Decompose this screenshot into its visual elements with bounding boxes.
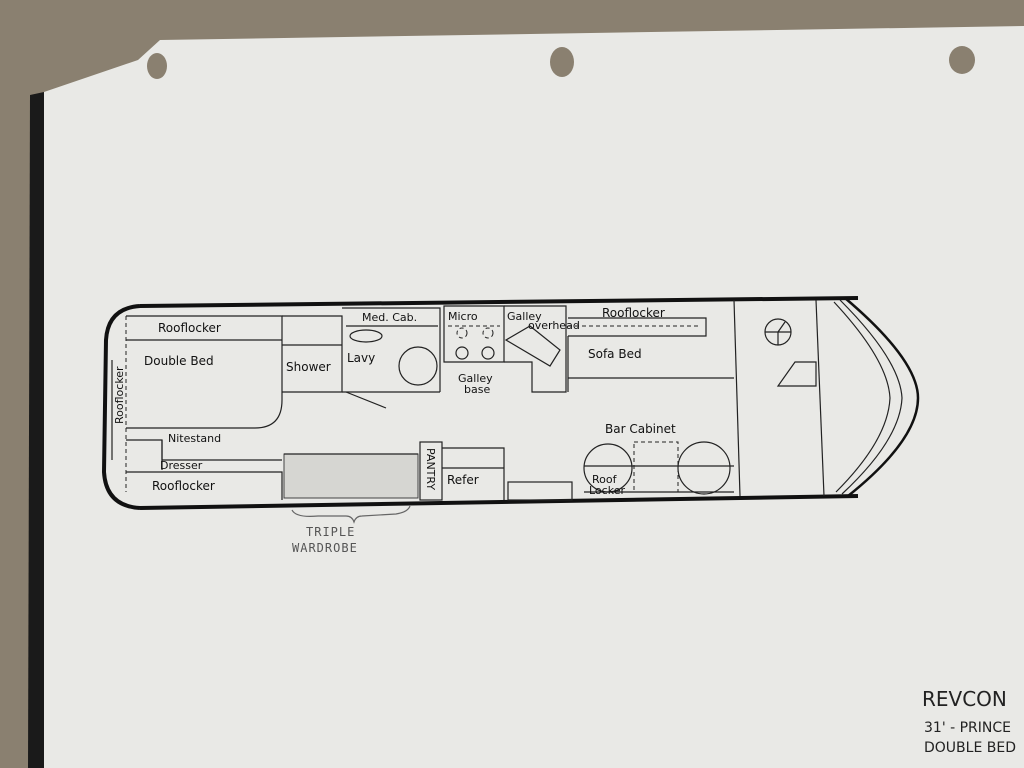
roof-locker-label: Roof <box>592 473 618 486</box>
lavy-label: Lavy <box>347 351 375 365</box>
punch-hole <box>949 46 975 74</box>
windshield-outer <box>844 297 920 497</box>
bottom-wall <box>139 494 859 510</box>
galley-overhead-label: Galley <box>507 310 542 323</box>
handwritten-wardrobe: WARDROBE <box>292 541 358 555</box>
triple-wardrobe <box>283 453 419 499</box>
nitestand-label: Nitestand <box>168 432 221 445</box>
punch-hole <box>147 53 167 79</box>
dresser-label: Dresser <box>160 459 203 472</box>
rooflocker-front-label: Rooflocker <box>602 306 665 320</box>
med-cab-label: Med. Cab. <box>362 311 417 324</box>
title-model: 31' - PRINCE <box>924 720 1011 736</box>
paper-sheet <box>44 26 1024 768</box>
galley-base-label-2: base <box>464 383 490 396</box>
bar-cabinet-label: Bar Cabinet <box>605 422 676 436</box>
refer-label: Refer <box>447 473 479 487</box>
roof-locker-label-2: Locker <box>589 484 625 497</box>
shower-label: Shower <box>286 360 331 374</box>
title-revcon: REVCON <box>922 687 1007 711</box>
rear-wall <box>101 304 141 510</box>
top-wall <box>139 296 859 308</box>
handwritten-triple: TRIPLE <box>306 525 355 539</box>
wardrobe-brace <box>291 505 411 524</box>
pantry <box>419 441 443 501</box>
galley-base-label: Galley <box>458 372 493 385</box>
galley-overhead-label-2: overhead <box>528 319 580 332</box>
rooflocker-bottom-label: Rooflocker <box>152 479 215 493</box>
title-layout: DOUBLE BED <box>924 740 1016 756</box>
double-bed-label: Double Bed <box>144 354 214 368</box>
punch-hole <box>550 47 574 77</box>
floorplan: Rooflocker Double Bed Rooflocker Nitesta… <box>101 296 920 510</box>
rooflocker-top-label: Rooflocker <box>158 321 221 335</box>
micro-label: Micro <box>448 310 478 323</box>
rooflocker-side-label: Rooflocker <box>113 366 126 424</box>
sofa-bed-label: Sofa Bed <box>588 347 642 361</box>
binder-edge <box>28 92 44 768</box>
pantry-label: PANTRY <box>424 448 437 490</box>
